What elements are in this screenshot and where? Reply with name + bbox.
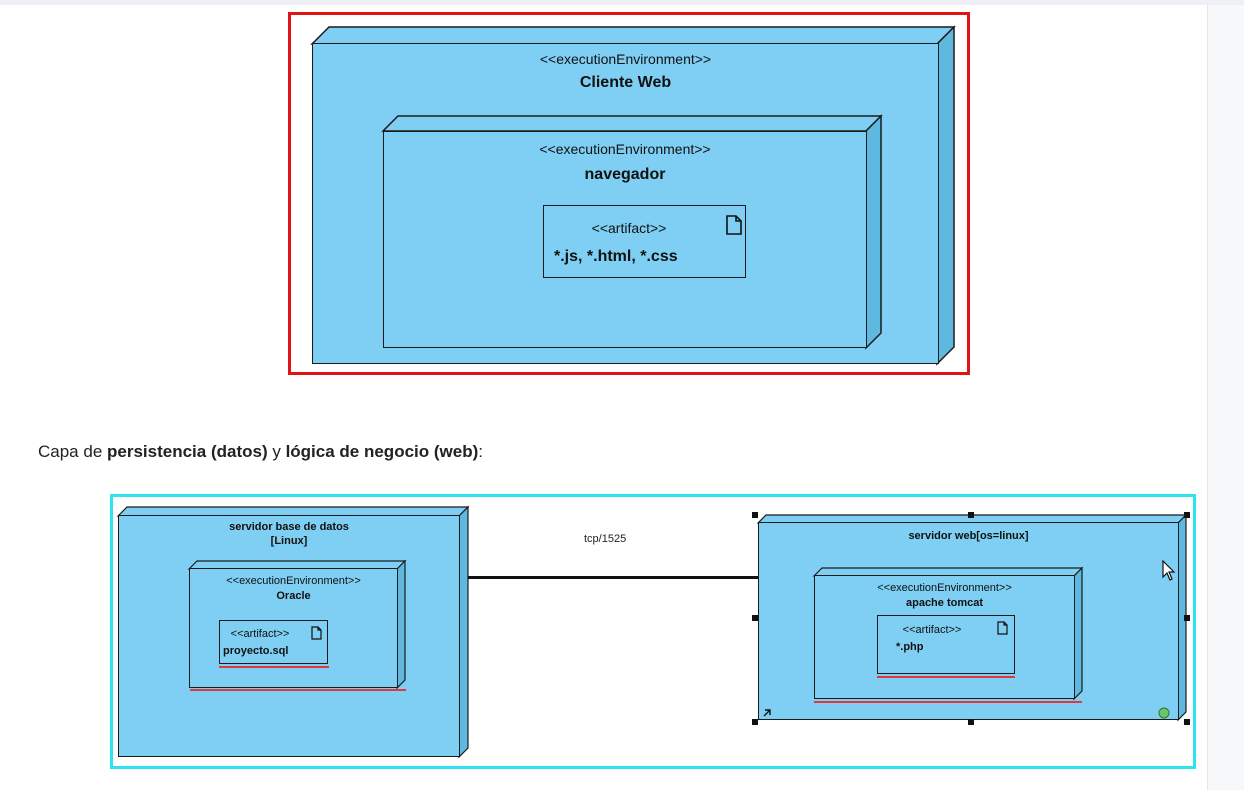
artifact-proyecto-sql: <<artifact>> proyecto.sql (219, 620, 328, 664)
caption-prefix: Capa de (38, 442, 107, 461)
sql-underline (219, 666, 329, 668)
node-labels: servidor web[os=linux] (758, 530, 1179, 542)
oracle-underline (190, 689, 406, 691)
node-labels: servidor base de datos [Linux] (118, 520, 460, 548)
node-labels: <<executionEnvironment>> navegador (383, 141, 867, 184)
artifact-php: <<artifact>> *.php (877, 615, 1015, 674)
artifact-stereotype: <<artifact>> (230, 628, 290, 640)
selection-handle[interactable] (1184, 719, 1190, 725)
node-labels: <<executionEnvironment>> Cliente Web (312, 51, 939, 92)
node-stereotype: <<executionEnvironment>> (539, 141, 711, 157)
node-depth-shape (310, 25, 956, 366)
node-labels: <<executionEnvironment>> Oracle (189, 574, 398, 604)
cursor-arrow-icon (1162, 560, 1176, 581)
node-name: Cliente Web (579, 74, 672, 91)
selection-handle[interactable] (968, 512, 974, 518)
tomcat-underline (814, 701, 1082, 703)
document-icon (997, 621, 1008, 635)
node-name: apache tomcat (905, 597, 984, 609)
resize-handle-icon[interactable] (762, 708, 772, 718)
page-side-gutter (1207, 5, 1244, 790)
diagram-deployment-frame (110, 494, 1196, 769)
selection-handle[interactable] (752, 512, 758, 518)
artifact-stereotype: <<artifact>> (902, 624, 962, 636)
artifact-name: proyecto.sql (223, 645, 289, 657)
node-stereotype: <<executionEnvironment>> (877, 582, 1012, 594)
node-stereotype: <<executionEnvironment>> (539, 51, 712, 67)
artifact-name: *.php (896, 641, 924, 653)
artifact-web-files: <<artifact>> *.js, *.html, *.css (543, 205, 746, 278)
caption-bold-persistencia: persistencia (datos) (107, 442, 268, 461)
node-name: Oracle (276, 590, 311, 602)
connection-label: tcp/1525 (584, 533, 627, 545)
document-icon (311, 626, 322, 640)
selection-handle[interactable] (968, 719, 974, 725)
node-name-line1: servidor base de datos (229, 521, 349, 533)
caption-middle: y (267, 442, 286, 461)
document-icon (726, 215, 742, 235)
selection-handle[interactable] (1184, 615, 1190, 621)
node-labels: <<executionEnvironment>> apache tomcat (814, 581, 1075, 611)
artifact-stereotype: <<artifact>> (591, 220, 667, 236)
node-stereotype: <<executionEnvironment>> (226, 575, 361, 587)
section-caption: Capa de persistencia (datos) y lógica de… (38, 442, 483, 462)
selection-handle[interactable] (1184, 512, 1190, 518)
artifact-name: *.js, *.html, *.css (554, 248, 678, 265)
node-depth-shape (116, 505, 470, 759)
node-name: navegador (584, 166, 666, 183)
selection-handle[interactable] (752, 615, 758, 621)
node-depth-shape (381, 114, 883, 350)
top-bar (0, 0, 1244, 5)
php-underline (877, 676, 1015, 678)
node-name: servidor web[os=linux] (908, 530, 1029, 542)
caption-suffix: : (478, 442, 483, 461)
diagram-cliente-web-frame (288, 12, 970, 375)
tcp-connection-line (468, 576, 760, 579)
node-name-line2: [Linux] (270, 535, 308, 547)
caption-bold-logica: lógica de negocio (web) (285, 442, 479, 461)
selection-handle[interactable] (752, 719, 758, 725)
resize-handle-icon[interactable] (1158, 707, 1170, 719)
